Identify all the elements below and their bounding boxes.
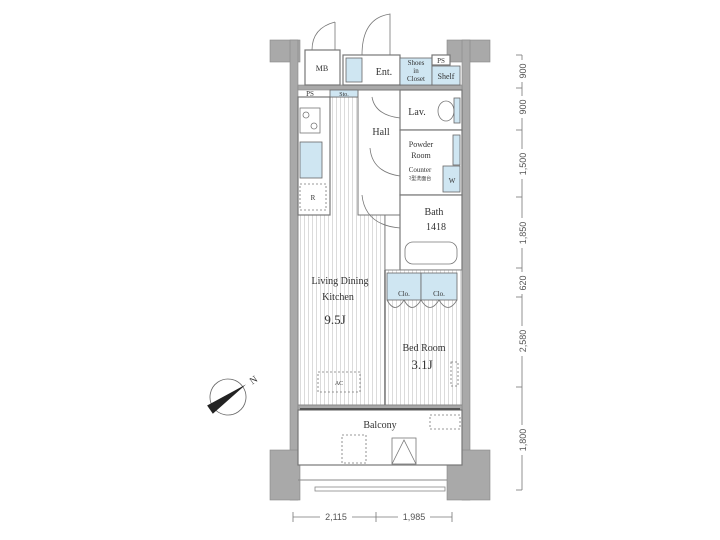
powder-room-door[interactable]	[369, 147, 401, 177]
ps-top-label: PS	[437, 57, 445, 65]
powder-room: Powder Room Counter ﾏ型洗面台 W	[399, 129, 463, 196]
shelf: Shelf	[431, 65, 461, 86]
counter-sublabel: ﾏ型洗面台	[409, 175, 432, 182]
balcony-label: Balcony	[363, 420, 396, 431]
dim-v-3: 1,500	[518, 153, 528, 176]
lavatory: Lav.	[399, 89, 463, 131]
fridge-label: R	[311, 194, 316, 202]
entrance: Ent.	[342, 54, 401, 86]
counter-label: Counter	[409, 166, 432, 174]
meter-box: MB	[304, 49, 341, 86]
bedroom-size-label: 3.1J	[411, 357, 432, 372]
shoes-closet-label-1: Shoes	[408, 59, 425, 67]
shoes-closet-label-2: in	[413, 67, 419, 75]
dim-v-4: 1,850	[518, 222, 528, 245]
ac-unit	[317, 371, 361, 393]
lavatory-label: Lav.	[408, 107, 425, 118]
ps-left-label: PS	[306, 90, 314, 98]
ps-top: PS	[431, 54, 451, 66]
bath: Bath 1418	[399, 194, 463, 271]
dim-h-2: 1,985	[403, 512, 426, 522]
outdoor-unit	[391, 437, 417, 465]
compass-north-label: N	[248, 374, 260, 387]
dim-v-2: 900	[518, 99, 528, 114]
dim-v-7: 1,800	[518, 429, 528, 452]
ldk-door[interactable]	[361, 194, 401, 229]
washer-label: W	[449, 177, 456, 185]
dim-v-1: 900	[518, 63, 528, 78]
stove-icon	[299, 107, 321, 134]
ldk-label-1: Living Dining	[312, 276, 369, 287]
bath-label: Bath	[425, 207, 444, 218]
horizontal-dimension-line: 2,115 1,985	[292, 511, 453, 523]
umbrella-storage	[345, 57, 363, 83]
hall-label: Hall	[372, 127, 389, 138]
vertical-dimension-line: 900 900 1,500 1,850 620 2,580 1,800	[516, 54, 528, 491]
shoes-closet: Shoes in Closet	[399, 57, 433, 86]
entrance-label: Ent.	[376, 67, 392, 78]
bedroom-label: Bed Room	[402, 343, 445, 354]
dim-v-6: 2,580	[518, 330, 528, 353]
closet-1-label: Clo.	[398, 290, 410, 298]
balcony: Balcony	[297, 408, 463, 492]
lav-door[interactable]	[371, 96, 401, 119]
closets: Clo. Clo.	[386, 272, 458, 308]
ldk-labels: Living Dining Kitchen 9.5J AC	[312, 276, 369, 393]
sink-icon	[299, 141, 323, 179]
dim-v-5: 620	[518, 275, 528, 290]
shelf-label: Shelf	[438, 72, 455, 81]
storage: Sto.	[329, 89, 359, 98]
kitchen: PS R	[297, 90, 331, 216]
shoes-closet-label-3: Closet	[407, 75, 425, 83]
evacuation-hatch	[341, 434, 367, 464]
fridge-space	[299, 183, 327, 211]
bath-size-label: 1418	[426, 222, 446, 233]
dim-h-1: 2,115	[325, 512, 347, 522]
storage-label: Sto.	[339, 92, 349, 98]
hall: Hall	[357, 89, 401, 229]
powder-room-label-1: Powder	[409, 140, 434, 149]
front-door[interactable]	[361, 13, 391, 56]
ac-label: AC	[335, 381, 343, 387]
ldk-size-label: 9.5J	[324, 312, 345, 327]
bedroom-labels: Bed Room 3.1J	[402, 343, 459, 387]
ldk-label-2: Kitchen	[322, 292, 354, 303]
mb-label: MB	[316, 64, 328, 73]
mb-door	[311, 21, 336, 51]
compass-icon: N	[207, 374, 260, 416]
bathtub-icon	[404, 241, 458, 265]
washer-space	[442, 165, 461, 193]
powder-room-label-2: Room	[411, 151, 431, 160]
closet-2-label: Clo.	[433, 290, 445, 298]
